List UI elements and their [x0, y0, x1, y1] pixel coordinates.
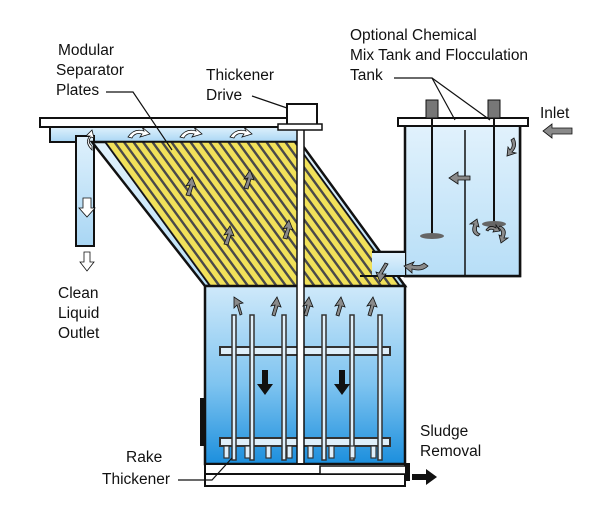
- separator-plate: [237, 142, 344, 286]
- label-plates-3: Plates: [56, 82, 99, 99]
- inlet-arrow-icon: [542, 123, 573, 139]
- flow-arrow-icon: [375, 262, 389, 283]
- rake-tooth: [244, 445, 251, 459]
- curved-flow-arrow-icon: [497, 225, 510, 244]
- curved-flow-arrow-icon: [403, 261, 429, 274]
- separator-plate: [227, 142, 335, 286]
- label-sludge-2: Removal: [420, 443, 481, 460]
- curved-flow-arrow-icon: [468, 218, 481, 237]
- separator-plate: [161, 142, 268, 286]
- curved-flow-arrow-icon: [85, 129, 95, 151]
- separator-plate: [132, 142, 240, 286]
- rake-post: [377, 314, 383, 461]
- downflow-arrows: [257, 370, 350, 395]
- label-plates-2: Separator: [56, 62, 124, 79]
- flow-arrow-icon: [185, 176, 197, 197]
- rake-tooth: [223, 445, 230, 459]
- rake-frame: [219, 314, 391, 461]
- mixer-assembly: [420, 99, 506, 239]
- rake-tooth: [328, 445, 335, 459]
- label-mix-3: Tank: [350, 67, 383, 84]
- curved-flow-arrow-icon: [506, 137, 518, 157]
- rake-tooth: [286, 445, 293, 459]
- label-inlet: Inlet: [540, 105, 570, 122]
- separator-plate: [275, 142, 382, 286]
- separator-plate: [123, 142, 230, 286]
- base-skid: [200, 398, 410, 487]
- label-outlet-3: Outlet: [58, 325, 100, 342]
- flow-arrow-icon: [233, 296, 244, 316]
- text-labels: Modular Separator Plates Thickener Drive…: [56, 27, 570, 488]
- flow-arrow-icon: [243, 169, 255, 190]
- label-drive-2: Drive: [206, 87, 242, 104]
- separator-plate: [170, 142, 278, 286]
- flow-arrow-icon: [448, 171, 471, 185]
- rake-post: [281, 314, 287, 461]
- label-plates-1: Modular: [58, 42, 114, 59]
- rake-tooth: [370, 445, 377, 459]
- down-arrow-icon: [79, 251, 95, 272]
- label-sludge-1: Sludge: [420, 423, 468, 440]
- rake-tooth: [307, 445, 314, 459]
- down-arrow-icon: [78, 197, 96, 218]
- rake-post: [231, 314, 237, 461]
- label-rake-2: Thickener: [102, 471, 170, 488]
- flow-arrow-icon: [302, 296, 314, 317]
- separator-plate: [256, 142, 363, 286]
- label-mix-1: Optional Chemical: [350, 27, 477, 44]
- curved-flow-arrow-icon: [485, 223, 501, 233]
- label-outlet-2: Liquid: [58, 305, 99, 322]
- separator-plate: [218, 142, 325, 286]
- separator-plate: [265, 142, 373, 286]
- flow-arrow-icon: [282, 219, 294, 240]
- flocculation-mix-tank: [360, 117, 529, 278]
- down-arrow-icon: [257, 370, 273, 395]
- label-drive-1: Thickener: [206, 67, 274, 84]
- curved-flow-arrow-icon: [229, 126, 253, 139]
- separator-plate: [189, 142, 297, 286]
- rake-tooth: [265, 445, 272, 459]
- down-arrow-icon: [334, 370, 350, 395]
- leader-lines: [106, 77, 491, 481]
- flow-arrow-icon: [270, 296, 282, 317]
- label-mix-2: Mix Tank and Flocculation: [350, 47, 528, 64]
- separator-plate: [151, 142, 259, 286]
- separator-plate: [199, 142, 306, 286]
- separator-plate: [113, 142, 221, 286]
- inlet-arrow: [542, 123, 573, 139]
- sludge-removal-arrow: [412, 469, 437, 485]
- separator-plate: [142, 142, 249, 286]
- label-rake-1: Rake: [126, 449, 162, 466]
- separator-plate: [180, 142, 287, 286]
- flow-arrow-icon: [223, 225, 235, 246]
- rake-tooth: [349, 445, 356, 459]
- clean-liquid-outlet-pipe: [75, 135, 95, 247]
- rake-post: [349, 314, 355, 461]
- rake-post: [249, 314, 255, 461]
- sludge-out-arrow-icon: [412, 469, 437, 485]
- flow-arrows: [78, 126, 518, 317]
- curved-flow-arrow-icon: [179, 126, 203, 139]
- rake-post: [321, 314, 327, 461]
- flow-arrow-icon: [334, 296, 346, 317]
- curved-flow-arrow-icon: [127, 126, 151, 139]
- flow-arrow-icon: [366, 296, 378, 317]
- label-outlet-1: Clean: [58, 285, 99, 302]
